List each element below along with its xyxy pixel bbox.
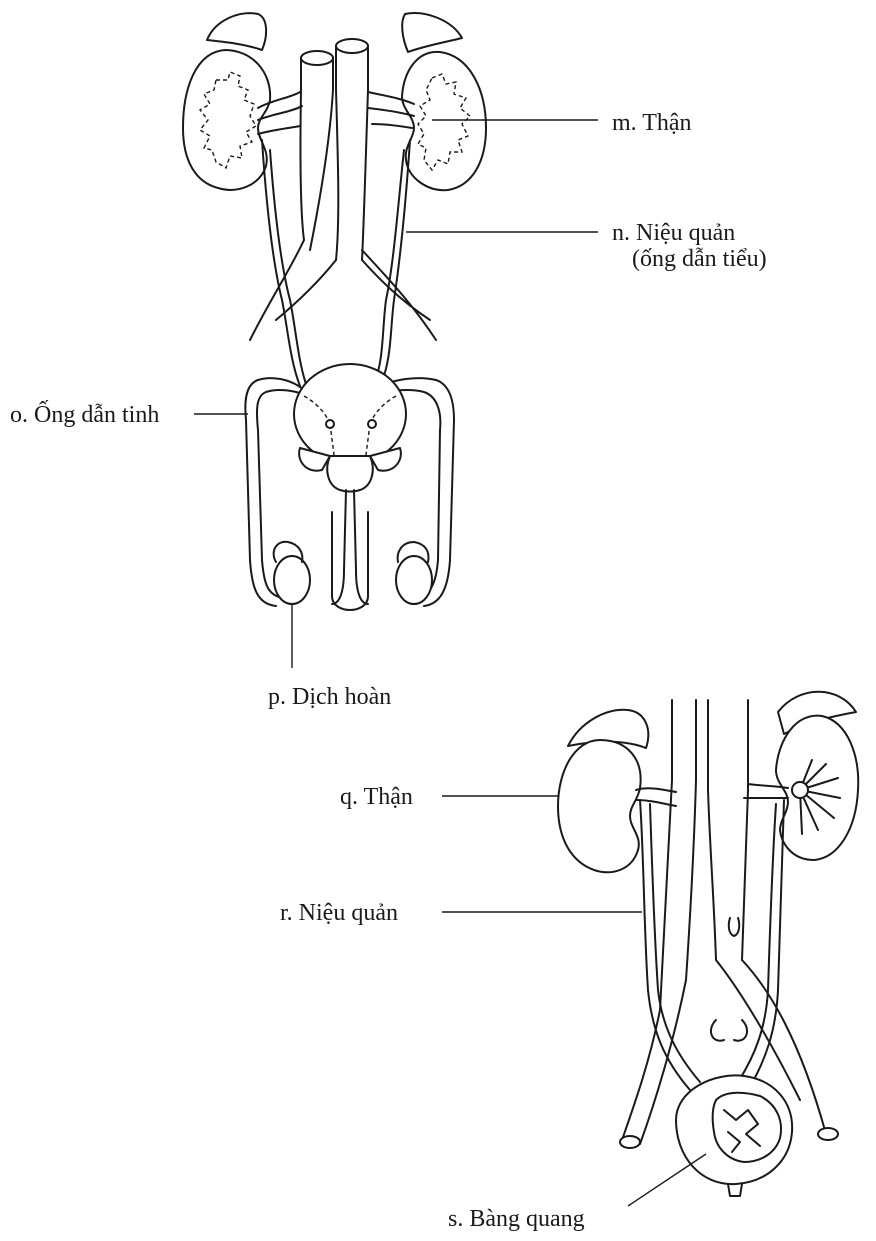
urinary-system-diagram: [442, 692, 858, 1206]
label-s-bladder: s. Bàng quang: [448, 1206, 585, 1232]
label-o-vas-deferens: o. Ống dẫn tinh: [10, 402, 159, 428]
right-ureter-bottom: [738, 800, 784, 1090]
left-iliac-cut: [620, 1136, 640, 1148]
urethra: [332, 490, 368, 604]
aorta-bottom: [708, 700, 748, 960]
aorta: [336, 46, 368, 260]
bladder: [294, 364, 406, 464]
label-q-kidney: q. Thận: [340, 784, 413, 810]
right-adrenal-gland: [402, 13, 462, 52]
penis-outline: [332, 512, 368, 610]
right-testis: [396, 542, 432, 604]
left-ureter: [262, 140, 306, 386]
left-adrenal-gland: [207, 13, 266, 50]
left-testis: [274, 542, 310, 604]
leader-line-s: [628, 1154, 706, 1206]
right-ureter: [374, 140, 410, 386]
left-kidney-bottom: [558, 740, 641, 872]
aorta-top: [336, 39, 368, 53]
iliac-branches: [250, 240, 436, 340]
prostate: [327, 456, 373, 492]
male-urogenital-diagram: [183, 13, 598, 668]
label-p-testis: p. Dịch hoàn: [268, 684, 391, 710]
label-r-ureter: r. Niệu quản: [280, 900, 398, 926]
label-m-kidney: m. Thận: [612, 110, 692, 136]
vena-cava-bottom: [660, 700, 696, 1010]
urethra-bottom: [728, 1184, 742, 1196]
vena-cava-top: [301, 51, 333, 65]
bladder-bottom: [676, 1075, 792, 1184]
right-ejaculatory-opening: [368, 420, 376, 428]
label-n-ureter: n. Niệu quản: [612, 220, 735, 246]
small-vessel-center: [729, 918, 739, 936]
left-ejaculatory-opening: [326, 420, 334, 428]
vena-cava: [300, 58, 333, 250]
pelvic-organs: [711, 1020, 747, 1041]
right-kidney: [402, 52, 486, 190]
right-iliac-cut: [818, 1128, 838, 1140]
label-n-ureter-alt: (ống dẫn tiểu): [632, 246, 767, 272]
